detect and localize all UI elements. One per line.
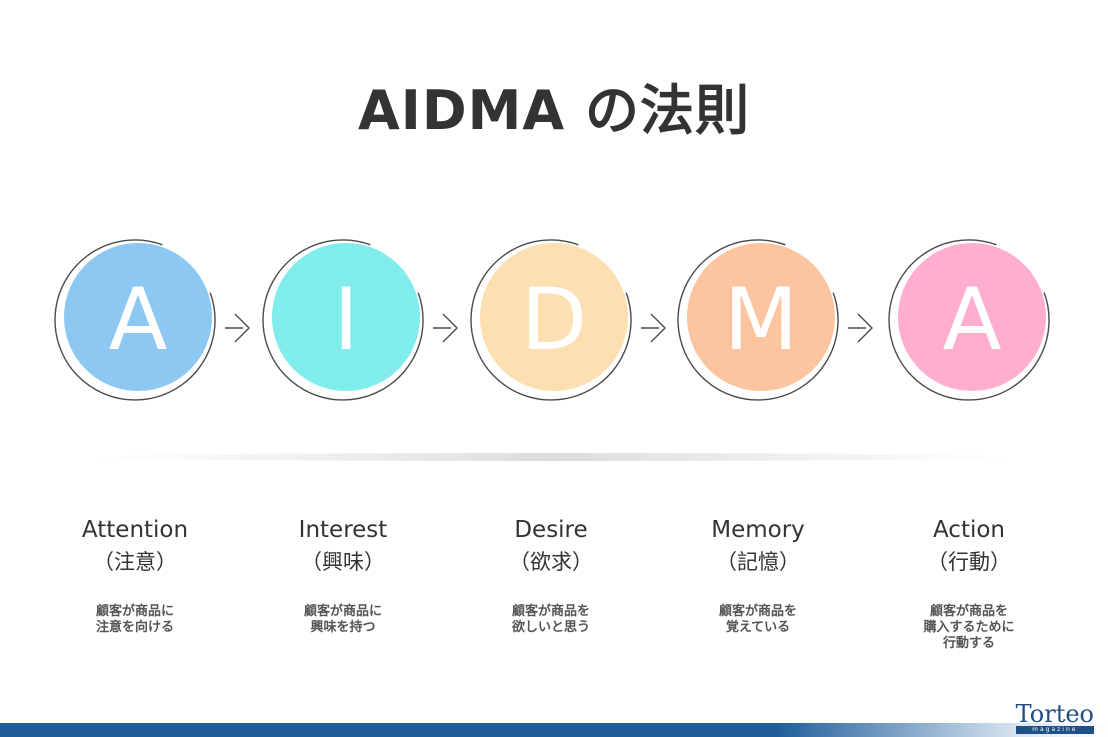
stage-jp-label: （興味） [301,550,385,574]
desc-line: 覚えている [725,620,791,635]
stage-description: 顧客が商品に 注意を向ける [35,604,235,636]
desc-line: 顧客が商品に [303,604,382,619]
stage-letter: D [521,270,587,370]
desc-line: 顧客が商品を [718,604,797,619]
stage-memory: Memory （記憶） [658,514,858,578]
stage-letter: M [724,270,798,370]
stage-jp-label: （欲求） [509,550,593,574]
floor-shadow [84,453,1024,461]
circle-outline [470,239,632,401]
torteo-logo: Torteo magazine [1015,700,1094,734]
stage-description: 顧客が商品を 購入するために 行動する [869,604,1069,652]
page-title: AIDMA の法則 [357,79,751,142]
stage-jp-label: （注意） [93,550,177,574]
arrow-chevron-icon [234,313,250,343]
arrow-chevron-icon [650,313,666,343]
desc-line: 購入するために [923,620,1015,635]
stage-jp-label: （記憶） [716,550,800,574]
stage-circle [272,243,420,391]
stage-circle [898,243,1046,391]
desc-line: 注意を向ける [95,620,174,635]
circle-outline [54,239,216,401]
stage-action: Action （行動） [869,514,1069,578]
logo-subtitle: magazine [1015,726,1094,734]
arrow-chevron-icon [857,313,873,343]
footer-bar [0,723,1108,737]
logo-wordmark: Torteo [1015,700,1094,728]
stage-letter: A [943,270,1002,370]
stage-circle [687,243,835,391]
stage-description: 顧客が商品に 興味を持つ [243,604,443,636]
stage-name: Interest [298,517,388,543]
desc-line: 興味を持つ [310,620,376,635]
stage-desire: Desire （欲求） [451,514,651,578]
stage-name: Desire [514,517,588,543]
arrow-chevron-icon [442,313,458,343]
stage-description: 顧客が商品を 覚えている [658,604,858,636]
stage-jp-label: （行動） [927,550,1011,574]
stage-letter: I [333,270,358,370]
circle-outline [888,239,1050,401]
desc-line: 行動する [942,636,995,651]
desc-line: 顧客が商品に [95,604,174,619]
stage-description: 顧客が商品を 欲しいと思う [451,604,651,636]
stage-name: Attention [81,517,189,543]
stage-circle [64,243,212,391]
desc-line: 顧客が商品を [511,604,590,619]
stage-name: Action [932,517,1006,543]
stage-name: Memory [711,517,805,543]
circle-outline [262,239,424,401]
stage-attention: Attention （注意） [35,514,235,578]
stage-letter: A [109,270,168,370]
desc-line: 顧客が商品を [929,604,1008,619]
stage-circle [480,243,628,391]
stage-interest: Interest （興味） [243,514,443,578]
desc-line: 欲しいと思う [511,620,590,635]
circle-outline [677,239,839,401]
